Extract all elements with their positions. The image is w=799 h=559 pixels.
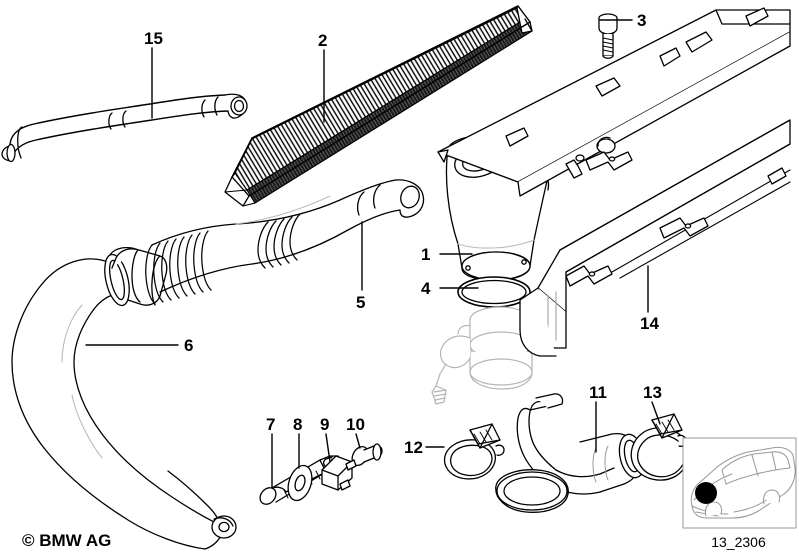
part-rubber-hose xyxy=(495,393,646,513)
callout-9: 9 xyxy=(320,415,330,434)
callout-6: 6 xyxy=(184,336,194,355)
ghost-throttle-body xyxy=(431,306,543,405)
callout-7: 7 xyxy=(266,415,276,434)
callout-5: 5 xyxy=(356,293,366,312)
callout-8: 8 xyxy=(293,415,303,434)
part-cover-panel xyxy=(437,7,791,357)
callout-14: 14 xyxy=(640,314,659,333)
callout-10: 10 xyxy=(346,415,365,434)
copyright-notice: © BMW AG xyxy=(22,531,112,550)
location-marker-dot xyxy=(695,482,717,504)
part-clip-nut xyxy=(321,455,353,491)
part-o-ring-gasket xyxy=(457,276,531,308)
callout-13: 13 xyxy=(643,383,662,402)
callout-2: 2 xyxy=(318,31,328,50)
part-intake-duct-upper xyxy=(111,179,425,305)
part-washer xyxy=(287,464,313,502)
part-air-filter-element xyxy=(224,5,533,207)
diagram-id-label: 13_2306 xyxy=(711,534,766,550)
callout-3: 3 xyxy=(637,11,647,30)
callout-12: 12 xyxy=(404,438,423,457)
part-expanding-rivet xyxy=(345,443,383,471)
callout-15: 15 xyxy=(144,29,163,48)
callout-11: 11 xyxy=(589,383,607,402)
part-hose-clamp-right xyxy=(630,413,690,481)
callout-4: 4 xyxy=(421,279,431,298)
part-intake-duct-lower xyxy=(11,246,237,550)
vehicle-location-thumbnail xyxy=(682,437,797,529)
leader-lines xyxy=(85,19,661,489)
part-hose-clamp-left xyxy=(443,423,505,480)
callout-1: 1 xyxy=(421,245,431,264)
part-vent-hose xyxy=(1,93,248,163)
